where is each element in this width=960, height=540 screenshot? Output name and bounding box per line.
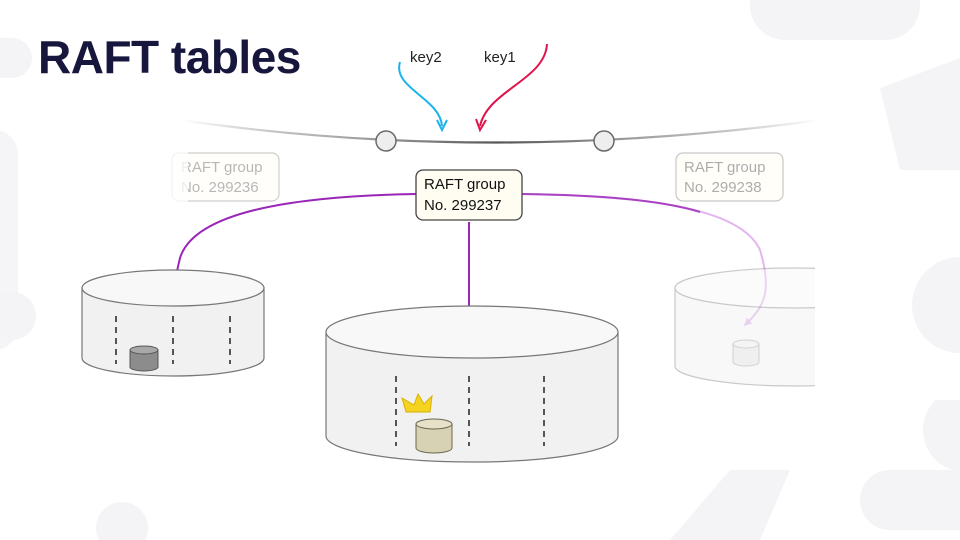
ring-node-right (593, 130, 615, 152)
follower-replica-cylinder-icon (129, 345, 159, 372)
key2-label: key2 (410, 49, 442, 66)
crown-icon (401, 392, 433, 413)
group-299238-line2: No. 299238 (684, 179, 762, 196)
raft-group-label-299238: RAFT group No. 299238 (675, 152, 784, 202)
leader-replica-cylinder-icon (415, 418, 453, 454)
group-299238-line1: RAFT group (684, 159, 765, 176)
group-299237-line2: No. 299237 (424, 197, 502, 214)
key1-label: key1 (484, 49, 516, 66)
key1-arrow (479, 43, 548, 127)
table-cylinder-left (81, 269, 265, 377)
follower-replica-cylinder-icon-faded (732, 339, 760, 367)
table-cylinder-center (325, 305, 619, 463)
raft-group-label-299236: RAFT group No. 299236 (171, 152, 280, 202)
group-299237-line1: RAFT group (424, 176, 505, 193)
left-label-fade (164, 150, 188, 206)
group-299236-line1: RAFT group (181, 159, 262, 176)
key1-arrowhead-icon (475, 118, 487, 133)
key2-arrow (398, 61, 443, 127)
group-299236-line2: No. 299236 (181, 179, 259, 196)
background-circle-right (912, 257, 960, 353)
slide-title: RAFT tables (38, 31, 301, 83)
key2-arrowhead-icon (436, 119, 448, 133)
group-arrow-right-strong (521, 193, 701, 213)
ring-node-left (375, 130, 397, 152)
hash-ring-line (179, 118, 821, 144)
raft-group-label-299237: RAFT group No. 299237 (415, 169, 523, 221)
